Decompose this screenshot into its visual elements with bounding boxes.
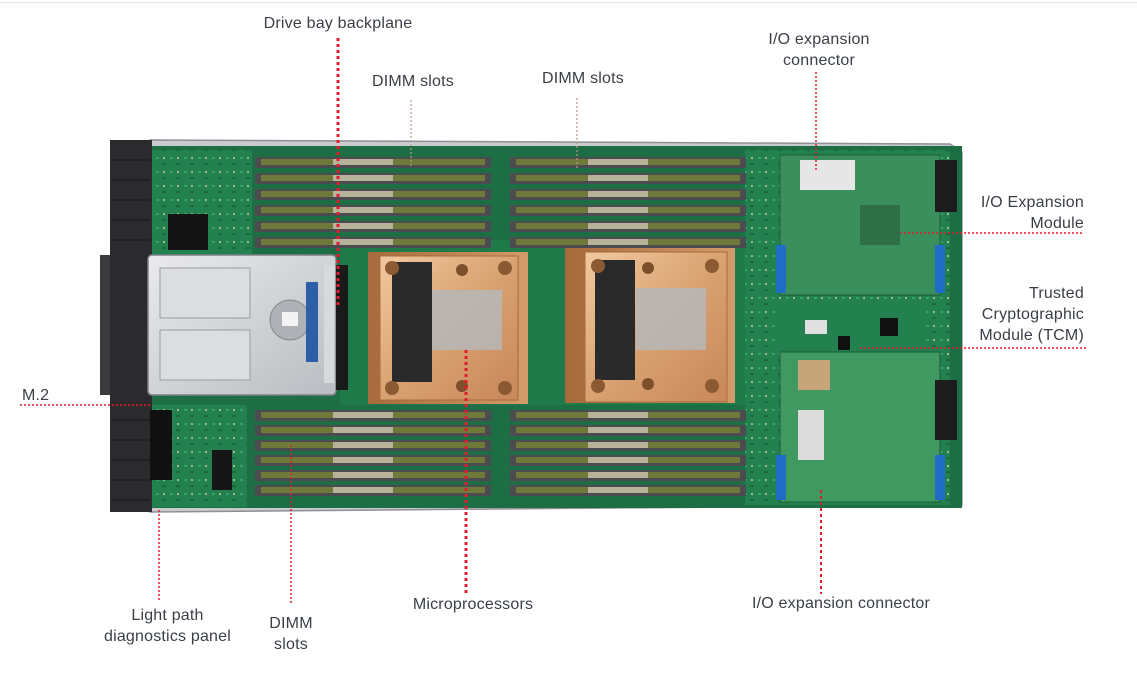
dimm-label-strip	[333, 223, 393, 229]
dimm-label-strip	[333, 159, 393, 165]
label-io-expansion-connector-top: I/O expansion connector	[740, 29, 898, 71]
label-line: Light path	[80, 605, 255, 626]
dimm-label-strip	[333, 427, 393, 433]
dimm-label-strip	[588, 239, 648, 245]
label-line: I/O Expansion	[940, 192, 1084, 213]
label-line: Module (TCM)	[940, 325, 1084, 346]
label-dimm-slots-top-right: DIMM slots	[524, 68, 642, 89]
dimm-label-strip	[588, 207, 648, 213]
dimm-label-strip	[588, 412, 648, 418]
dimm-label-strip	[588, 457, 648, 463]
dimm-label-strip	[333, 442, 393, 448]
label-dimm-slots-top-left: DIMM slots	[354, 71, 472, 92]
processor-heatsink-2	[565, 248, 735, 403]
front-bezel	[100, 140, 152, 512]
dimm-label-strip	[333, 457, 393, 463]
label-drive-bay-backplane: Drive bay backplane	[240, 13, 436, 34]
label-m2: M.2	[22, 385, 49, 406]
label-dimm-slots-bottom: DIMM slots	[251, 613, 331, 655]
label-line: connector	[740, 50, 898, 71]
label-io-expansion-connector-bottom: I/O expansion connector	[728, 593, 954, 614]
dimm-label-strip	[333, 207, 393, 213]
dimm-label-strip	[588, 191, 648, 197]
label-light-path-diagnostics-panel: Light path diagnostics panel	[80, 605, 255, 647]
drive-bay-cage	[148, 255, 348, 395]
tcm-area	[775, 300, 925, 350]
processor-heatsink-1	[368, 252, 528, 404]
dimm-label-strip	[588, 175, 648, 181]
dimm-label-strip	[333, 239, 393, 245]
dimm-label-strip	[588, 487, 648, 493]
dimm-label-strip	[333, 472, 393, 478]
label-line: Module	[940, 213, 1084, 234]
io-expansion-module-lower	[776, 352, 957, 502]
label-line: I/O expansion	[740, 29, 898, 50]
label-line: diagnostics panel	[80, 626, 255, 647]
label-line: DIMM	[251, 613, 331, 634]
label-line: Cryptographic	[940, 304, 1084, 325]
label-trusted-cryptographic-module: Trusted Cryptographic Module (TCM)	[940, 283, 1084, 346]
label-io-expansion-module: I/O Expansion Module	[940, 192, 1084, 234]
dimm-label-strip	[588, 427, 648, 433]
io-expansion-module-upper	[776, 155, 957, 295]
dimm-label-strip	[588, 442, 648, 448]
dimm-label-strip	[333, 175, 393, 181]
label-line: slots	[251, 634, 331, 655]
dimm-label-strip	[588, 472, 648, 478]
dimm-label-strip	[333, 412, 393, 418]
dimm-label-strip	[333, 487, 393, 493]
dimm-label-strip	[588, 223, 648, 229]
dimm-label-strip	[588, 159, 648, 165]
dimm-label-strip	[333, 191, 393, 197]
label-line: Trusted	[940, 283, 1084, 304]
label-microprocessors: Microprocessors	[393, 594, 553, 615]
